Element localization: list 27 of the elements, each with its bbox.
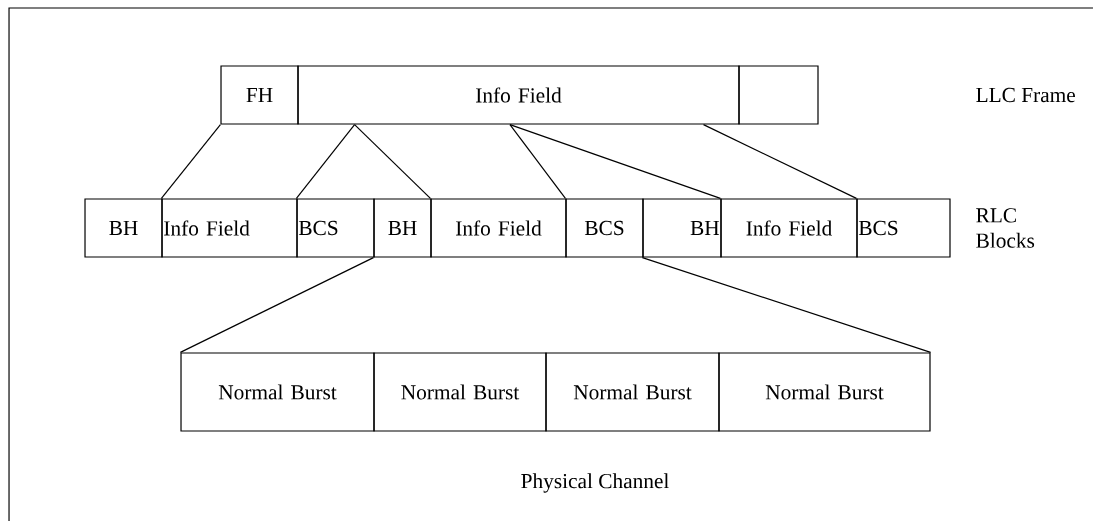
connector-line [641,257,932,353]
row-label: LLC Frame [976,87,1075,103]
field-cell: BCS [296,198,375,258]
empty-cell [738,65,819,125]
connector-line [179,257,374,353]
field-cell: Normal Burst [718,352,931,432]
field-cell: FH [220,65,299,125]
connector-line [295,124,356,199]
field-cell: BH [373,198,432,258]
field-cell: BCS [856,198,951,258]
field-cell: Info Field [720,198,858,258]
field-cell: Info Field [297,65,740,125]
connector-line [353,124,431,199]
field-cell: Normal Burst [180,352,375,432]
row-label: Physical Channel [521,473,669,493]
field-cell: Normal Burst [545,352,720,432]
connector-line [509,124,721,199]
connector-line [702,124,857,199]
connector-line [160,124,221,199]
field-cell: Normal Burst [373,352,547,432]
field-cell: Info Field [161,198,298,258]
field-cell: Info Field [430,198,567,258]
field-cell: BH [84,198,163,258]
field-cell: BH [642,198,722,258]
connector-line [509,124,566,199]
row-label: RLC Blocks [976,208,1035,248]
field-cell: BCS [565,198,644,258]
